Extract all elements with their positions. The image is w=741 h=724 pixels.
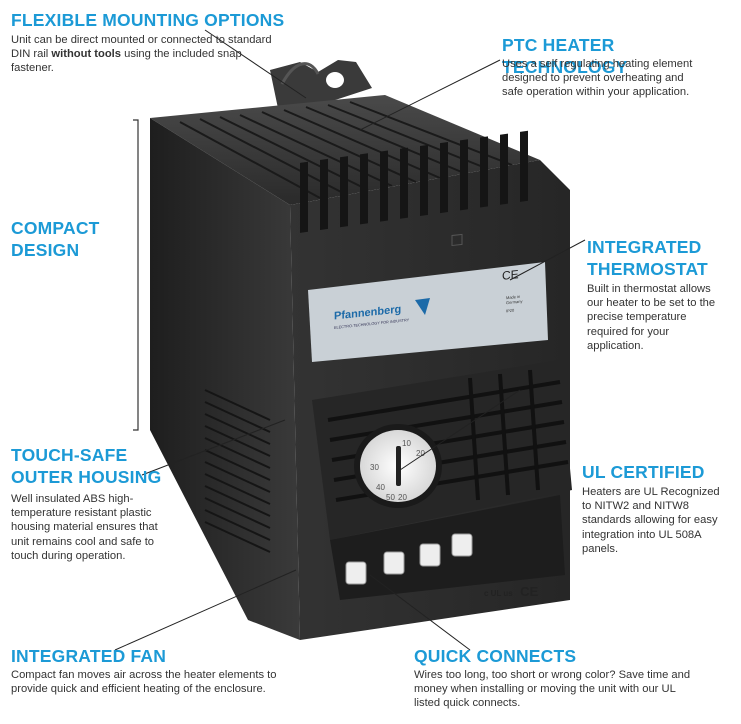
ul-body: Heaters are UL Recognized to NITW2 and N…	[582, 486, 720, 555]
ptc-body: Uses a self regulating heating element d…	[502, 58, 693, 99]
mounting-title: FLEXIBLE MOUNTING OPTIONS	[11, 10, 285, 30]
touchsafe-title: TOUCH-SAFE OUTER HOUSING	[11, 445, 162, 487]
quick-title: QUICK CONNECTS	[414, 646, 577, 666]
dial-mark: 30	[370, 463, 379, 472]
dial-mark: 50	[386, 493, 395, 502]
ul-mark-icon: c UL us	[484, 589, 513, 598]
thermostat-body: Built in thermostat allows our heater to…	[587, 283, 716, 352]
dial-mark: 10	[402, 439, 411, 448]
product-label	[308, 262, 548, 362]
ul-title: UL CERTIFIED	[582, 462, 705, 482]
leader-lines	[114, 29, 586, 651]
side-vents	[204, 389, 271, 553]
mounting-tab	[270, 60, 372, 118]
fan-title: INTEGRATED FAN	[11, 646, 167, 666]
mounting-body: Unit can be direct mounted or connected …	[11, 34, 272, 75]
dial-mark: 20	[416, 449, 425, 458]
quick-body: Wires too long, too short or wrong color…	[414, 669, 691, 710]
compact-bracket	[133, 119, 139, 431]
label-ce-mark: CE	[502, 267, 519, 283]
dial-mark: 20	[398, 493, 407, 502]
touchsafe-body: Well insulated ABS high-temperature resi…	[11, 493, 158, 562]
quick-connect-terminals	[345, 533, 473, 585]
cert-marks: c UL us CE	[484, 584, 538, 599]
fan-body: Compact fan moves air across the heater …	[11, 669, 277, 696]
compact-title: COMPACT DESIGN	[11, 218, 100, 260]
ptc-title: PTC HEATER TECHNOLOGY	[502, 35, 628, 77]
label-ip: IP20	[506, 307, 515, 314]
ce-mark-icon: CE	[520, 584, 539, 599]
thermostat-title: INTEGRATED THERMOSTAT	[587, 237, 708, 279]
housing-left-side	[150, 118, 300, 640]
front-vents	[300, 130, 528, 233]
dial-mark: 40	[376, 483, 385, 492]
